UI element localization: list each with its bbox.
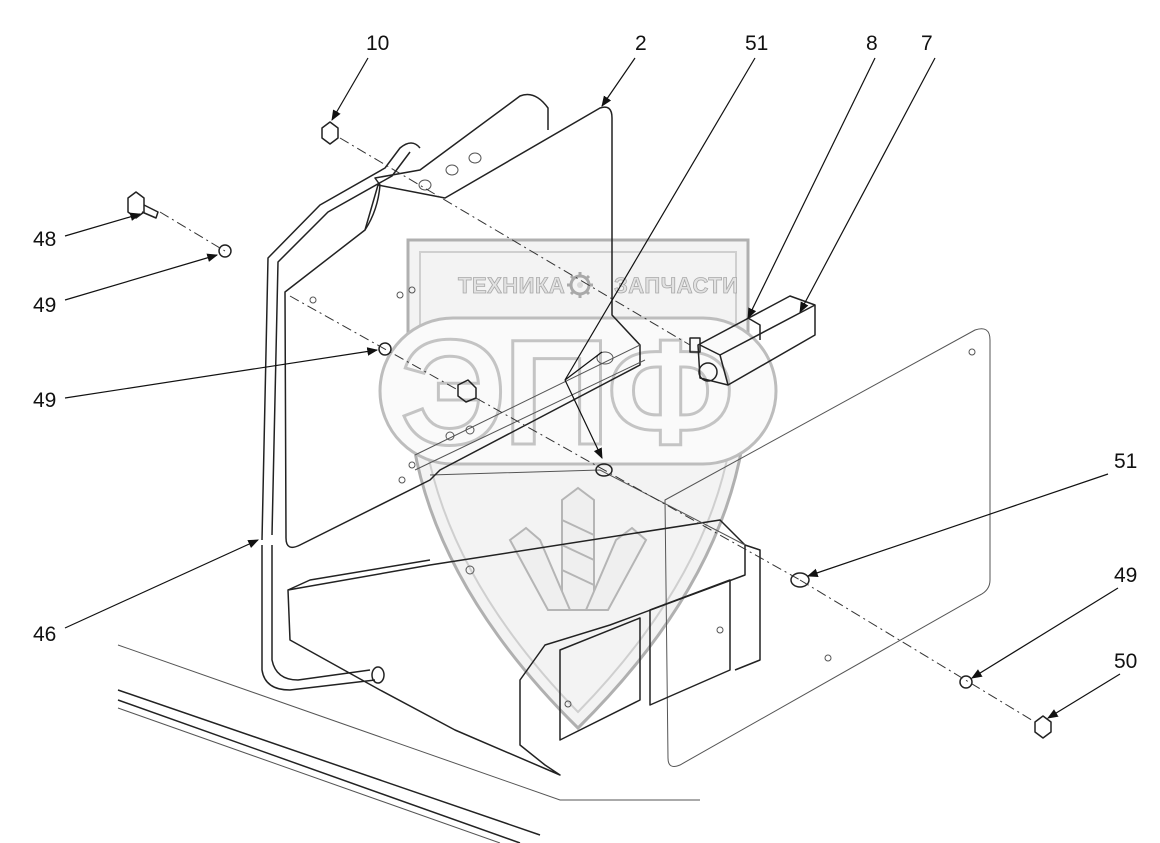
callout-49-a: 49 <box>33 294 56 317</box>
washer-49 <box>959 675 973 689</box>
callout-labels: 10 2 51 8 7 48 49 49 46 51 49 50 <box>33 32 1137 673</box>
gear-icon <box>567 272 593 298</box>
rear-panel-hole <box>968 348 976 356</box>
watermark-band <box>378 316 778 466</box>
washer-49 <box>378 342 392 356</box>
callout-49-c: 49 <box>1114 564 1137 587</box>
callout-48: 48 <box>33 228 56 251</box>
battery-box <box>287 469 761 776</box>
washer-51 <box>595 463 613 477</box>
callout-2: 2 <box>635 32 647 55</box>
bolt-48 <box>127 191 159 219</box>
callout-7: 7 <box>921 32 933 55</box>
watermark: ТЕХНИКА ЗАПЧАСТИ ЭПФ <box>378 238 778 731</box>
leader-lines <box>64 57 1121 719</box>
washer-49 <box>218 244 232 258</box>
washer-51 <box>790 572 810 588</box>
callout-50: 50 <box>1114 650 1137 673</box>
callout-51-right: 51 <box>1114 450 1137 473</box>
callout-8: 8 <box>866 32 878 55</box>
callout-46: 46 <box>33 623 56 646</box>
callout-49-b: 49 <box>33 389 56 412</box>
watermark-text-right: ЗАПЧАСТИ <box>614 273 739 298</box>
callout-10: 10 <box>366 32 389 55</box>
callout-51-top: 51 <box>745 32 768 55</box>
nut-50 <box>1034 715 1052 739</box>
gasket-seal <box>261 142 421 691</box>
nut-10 <box>321 121 339 145</box>
rear-panel-hole <box>824 654 832 662</box>
assembly-axes <box>159 137 1036 723</box>
watermark-logo-letters: ЭПФ <box>400 308 731 476</box>
wheat-icon <box>508 486 648 611</box>
rear-panel <box>664 328 991 767</box>
floor-lines <box>117 644 700 843</box>
clamp-handle <box>689 295 816 386</box>
front-panel <box>284 93 646 549</box>
watermark-text-left: ТЕХНИКА <box>458 273 565 298</box>
